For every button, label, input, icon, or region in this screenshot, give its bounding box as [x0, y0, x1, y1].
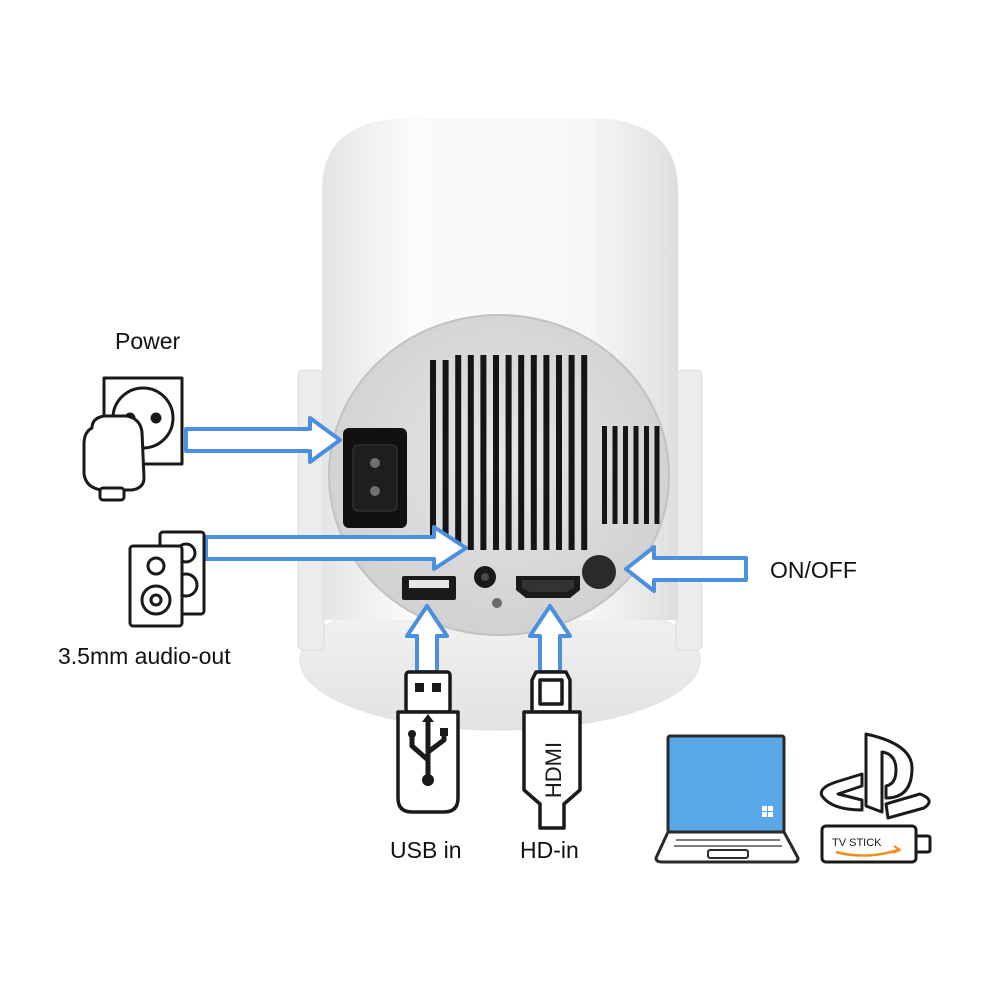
windows-logo-icon	[762, 806, 773, 817]
power-socket	[343, 428, 407, 528]
playstation-logo-icon	[819, 732, 931, 820]
usb-port	[402, 576, 456, 600]
audio-out-label: 3.5mm audio-out	[58, 643, 231, 669]
hdmi-plug-icon	[522, 670, 582, 830]
usb-arrow	[405, 604, 449, 674]
side-vent-grille	[602, 426, 660, 524]
tv-stick-label: TV STICK	[832, 837, 882, 849]
power-button	[582, 555, 616, 589]
usb-in-label: USB in	[390, 837, 462, 863]
vent-slat	[623, 426, 628, 524]
vent-slat	[505, 355, 512, 550]
tv-stick-icon	[820, 824, 932, 864]
power-plug-icon	[82, 414, 146, 502]
vent-slat	[612, 426, 618, 524]
vent-slat	[633, 426, 639, 524]
vent-slat	[518, 355, 525, 550]
on-off-label: ON/OFF	[770, 557, 857, 583]
vent-slat	[442, 360, 449, 555]
hd-in-label: HD-in	[520, 837, 579, 863]
vent-slat	[530, 355, 537, 550]
power-arrow	[184, 416, 342, 464]
reset-hole	[492, 598, 502, 608]
speakers-icon	[128, 530, 206, 628]
projector-device	[297, 118, 703, 731]
vent-slat	[480, 355, 487, 550]
main-vent-grille	[430, 355, 588, 555]
stand-arm-left	[297, 369, 325, 651]
stand-arm-right	[675, 369, 703, 651]
power-label: Power	[115, 328, 181, 354]
connection-arrows	[184, 416, 748, 674]
vent-slat	[602, 426, 607, 524]
hdmi-arrow	[528, 604, 572, 674]
audio-arrow	[204, 525, 468, 571]
vent-slat	[543, 355, 550, 550]
vent-slat	[493, 355, 499, 550]
laptop-icon	[654, 734, 800, 864]
on-off-arrow	[624, 545, 748, 593]
vent-slat	[568, 355, 575, 550]
vent-slat	[430, 360, 436, 555]
hdmi-port	[516, 576, 580, 598]
vent-slat	[455, 355, 462, 550]
vent-slat	[644, 426, 649, 524]
hdmi-plug-label: HDMI	[541, 742, 566, 798]
vent-slat	[654, 426, 660, 524]
vent-slat	[556, 355, 562, 550]
usb-plug-icon	[396, 670, 460, 814]
vent-slat	[581, 355, 588, 550]
vent-slat	[467, 355, 474, 550]
